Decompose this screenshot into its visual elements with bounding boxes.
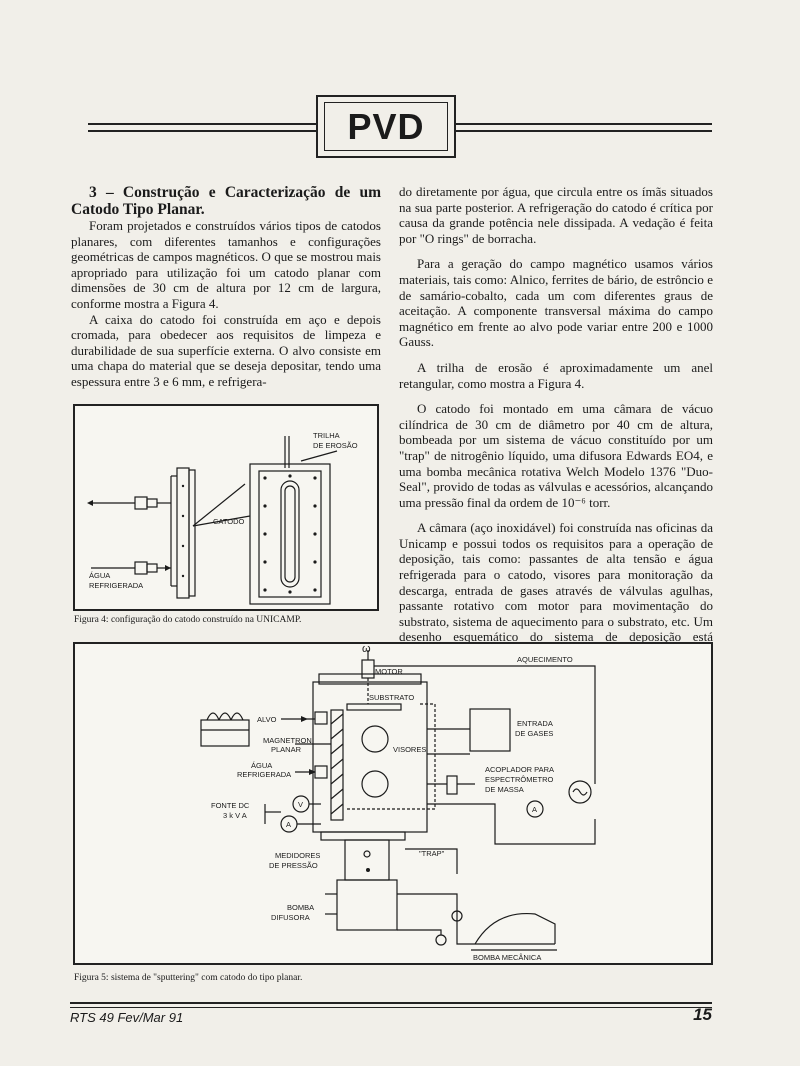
header-rule-left-bottom [88, 130, 318, 132]
label-acoplador: ACOPLADOR PARA [485, 765, 554, 774]
label-refrigerada: REFRIGERADA [89, 581, 143, 590]
right-paragraph-1: do diretamente por água, que circula ent… [399, 184, 713, 246]
figure-5: ω MOTOR AQUECIMENTO SUBSTRATO ALVO MAGNE… [73, 642, 713, 965]
footer-rule-2 [70, 1007, 712, 1008]
label-de-erosao: DE EROSÃO [313, 441, 358, 450]
label-aquecimento: AQUECIMENTO [517, 655, 573, 664]
figure-5-caption: Figura 5: sistema de "sputtering" com ca… [74, 973, 303, 983]
label-visores: VISORES [393, 745, 426, 754]
label-alvo: ALVO [257, 715, 277, 724]
cathode-side-body [176, 467, 190, 599]
target-inset [200, 719, 250, 747]
cathode-front-plate [249, 463, 331, 605]
label-espectrometro: ESPECTRÔMETRO [485, 775, 554, 784]
label-motor: MOTOR [375, 667, 403, 676]
label-entrada: ENTRADA [517, 719, 553, 728]
label-ammeter-left: A [286, 820, 291, 829]
section-badge: PVD [316, 95, 456, 158]
figure-5-drawing: ω MOTOR AQUECIMENTO SUBSTRATO ALVO MAGNE… [200, 643, 596, 962]
page-number: 15 [693, 1005, 712, 1024]
diffusion-pump [336, 879, 398, 931]
section-badge-label: PVD [324, 102, 448, 151]
label-planar: PLANAR [271, 745, 302, 754]
right-column: do diretamente por água, que circula ent… [399, 184, 713, 661]
label-agua: ÁGUA [251, 761, 272, 770]
ammeter-right [526, 800, 544, 818]
left-paragraph-1: Foram projetados e construídos vários ti… [71, 218, 381, 311]
label-trap: "TRAP" [419, 849, 445, 858]
header-rule-right-top [455, 123, 712, 125]
mechanical-pump [474, 912, 556, 945]
section-title: 3 – Construção e Caracterização de um Ca… [71, 184, 381, 218]
figure-4-drawing: TRILHA DE EROSÃO CATODO ÁGUA REFRIGERADA [87, 431, 358, 605]
trap [344, 839, 390, 881]
figure-4-caption: Figura 4: configuração do catodo constru… [74, 615, 302, 625]
right-paragraph-4: O catodo foi montado em uma câmara de vá… [399, 401, 713, 510]
footer-rule [70, 1002, 712, 1004]
magnetron [330, 709, 344, 821]
label-de-gases: DE GASES [515, 729, 553, 738]
left-column: 3 – Construção e Caracterização de um Ca… [71, 184, 381, 390]
ac-source [568, 780, 592, 804]
label-ammeter-right: A [532, 805, 537, 814]
label-agua: ÁGUA [89, 571, 110, 580]
figure-4: TRILHA DE EROSÃO CATODO ÁGUA REFRIGERADA [73, 404, 379, 611]
right-paragraph-2: Para a geração do campo magnético usamos… [399, 256, 713, 350]
label-voltmeter: V [298, 800, 303, 809]
viewport-bottom [361, 770, 389, 798]
label-de-pressao: DE PRESSÃO [269, 861, 318, 870]
label-trilha: TRILHA [313, 431, 340, 440]
label-catodo: CATODO [213, 517, 245, 526]
label-fonte-dc: FONTE DC [211, 801, 250, 810]
label-kva: 3 k V A [223, 811, 247, 820]
label-bomba-mecanica: BOMBA MECÂNICA [473, 953, 541, 962]
viewport-top [361, 725, 389, 753]
erosion-track [280, 480, 300, 588]
label-substrato: SUBSTRATO [369, 693, 414, 702]
label-medidores: MEDIDORES [275, 851, 320, 860]
label-refrigerada: REFRIGERADA [237, 770, 291, 779]
label-bomba: BOMBA [287, 903, 314, 912]
label-de-massa: DE MASSA [485, 785, 524, 794]
header-rule-right-bottom [455, 130, 712, 132]
label-omega: ω [362, 644, 371, 655]
footer-issue: RTS 49 Fev/Mar 91 [70, 1010, 184, 1025]
left-paragraph-2: A caixa do catodo foi construída em aço … [71, 311, 381, 389]
substrate [346, 703, 402, 711]
label-difusora: DIFUSORA [271, 913, 310, 922]
header-rule-left-top [88, 123, 318, 125]
right-paragraph-5: A câmara (aço inoxidável) foi construída… [399, 520, 713, 660]
motor [361, 659, 375, 679]
right-paragraph-3: A trilha de erosão é aproximadamente um … [399, 359, 713, 391]
label-magnetron: MAGNETRON [263, 736, 312, 745]
